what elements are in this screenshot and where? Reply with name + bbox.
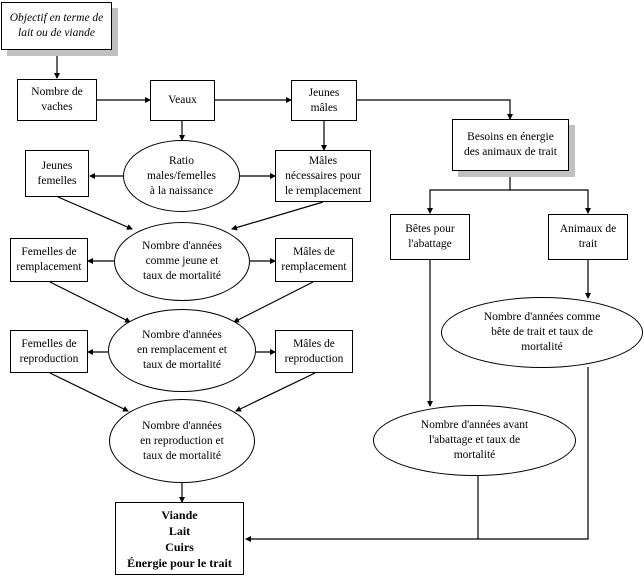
- node-nombre-vaches: Nombre de vaches: [17, 79, 97, 121]
- node-veaux: Veaux: [150, 80, 215, 121]
- arrow-annees-bete-trait-to-produits: [245, 367, 589, 542]
- arrow-femelles-reproduction-to-annees-reproduction: [49, 372, 129, 412]
- arrow-besoins-to-betes-abattage: [427, 170, 511, 214]
- node-jeunes-males: Jeunes mâles: [291, 80, 357, 121]
- arrow-males-necessaires-to-annees-jeune: [231, 201, 324, 231]
- arrow-jeunes-males-to-besoins: [357, 99, 513, 120]
- node-males-reproduction: Mâles de reproduction: [275, 330, 353, 373]
- node-betes-abattage: Bêtes pour l'abattage: [390, 214, 470, 260]
- arrow-besoins-to-animaux-trait: [510, 189, 591, 214]
- node-produits: Viande Lait Cuirs Énergie pour le trait: [115, 502, 244, 575]
- arrow-males-remplacement-to-annees-remplacement: [233, 281, 314, 323]
- node-annees-remplacement: Nombre d'années en remplacement et taux …: [108, 309, 256, 392]
- node-annees-abattage: Nombre d'années avant l'abattage et taux…: [373, 405, 576, 476]
- node-annees-bete-trait: Nombre d'années comme bête de trait et t…: [441, 297, 643, 368]
- node-femelles-reproduction: Femelles de reproduction: [10, 330, 88, 373]
- node-annees-jeune: Nombre d'années comme jeune et taux de m…: [114, 222, 250, 301]
- node-ratio: Ratio males/femelles à la naissance: [123, 140, 240, 212]
- node-males-necessaires: Mâles nécessaires pour le remplacement: [275, 150, 371, 202]
- node-besoins-energie: Besoins en énergie des animaux de trait: [452, 119, 569, 171]
- arrow-femelles-remplacement-to-annees-remplacement: [49, 281, 131, 323]
- node-objectif: Objectif en terme de lait ou de viande: [1, 2, 112, 50]
- node-animaux-trait: Animaux de trait: [548, 214, 628, 260]
- node-males-remplacement: Mâles de remplacement: [275, 238, 353, 282]
- node-jeunes-femelles: Jeunes femelles: [25, 150, 89, 197]
- node-femelles-remplacement: Femelles de remplacement: [10, 238, 88, 282]
- arrow-jeunes-femelles-to-annees-jeune: [57, 196, 133, 230]
- node-annees-reproduction: Nombre d'années en reproduction et taux …: [109, 399, 255, 483]
- arrow-males-reproduction-to-annees-reproduction: [235, 372, 316, 412]
